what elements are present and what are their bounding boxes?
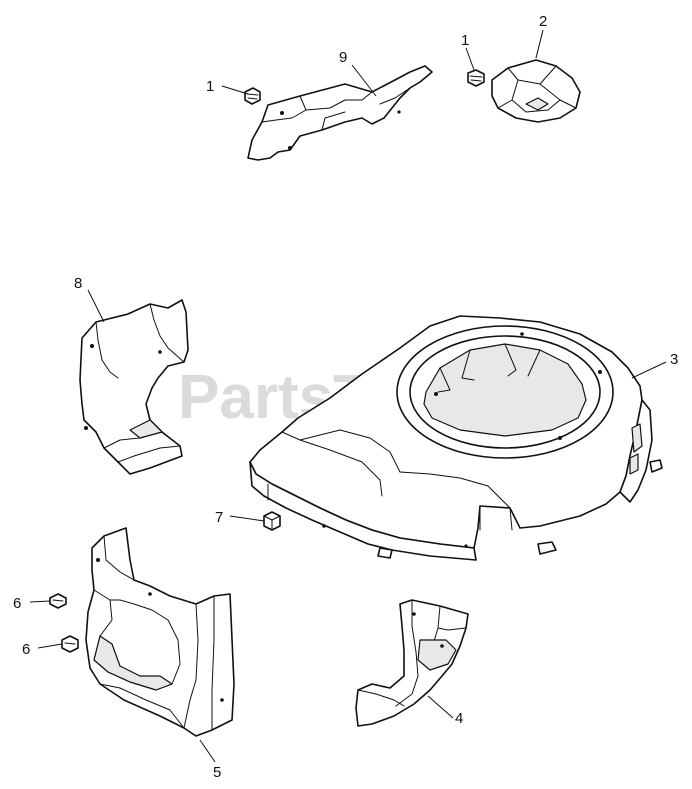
part-3-blower-housing: [249, 315, 663, 561]
callout-1-right: 1: [461, 32, 469, 49]
callout-5: 5: [213, 764, 221, 781]
callout-6-upper: 6: [13, 595, 21, 612]
part-6-screw-lower: [61, 635, 79, 653]
part-1-screw-left: [244, 87, 261, 105]
part-5-cylinder-baffle: [85, 527, 235, 737]
callout-3: 3: [670, 351, 678, 368]
part-4-baffle-bracket: [355, 599, 469, 727]
part-7-nut: [263, 511, 281, 531]
callout-2: 2: [539, 13, 547, 30]
callout-8: 8: [74, 275, 82, 292]
part-1-screw-right: [467, 69, 485, 87]
callout-4: 4: [455, 710, 463, 727]
part-8-side-baffle: [79, 299, 189, 475]
callout-9: 9: [339, 49, 347, 66]
callouts: 1 1 2 9 8 3 7 6 6 5 4: [13, 13, 678, 781]
part-6-screw-upper: [49, 593, 67, 609]
callout-7: 7: [215, 509, 223, 526]
callout-6-lower: 6: [22, 641, 30, 658]
part-9-top-bracket: [247, 65, 433, 161]
part-2-cup-shield: [491, 59, 581, 123]
leader-lines: [29, 29, 667, 763]
callout-1-left: 1: [206, 78, 214, 95]
